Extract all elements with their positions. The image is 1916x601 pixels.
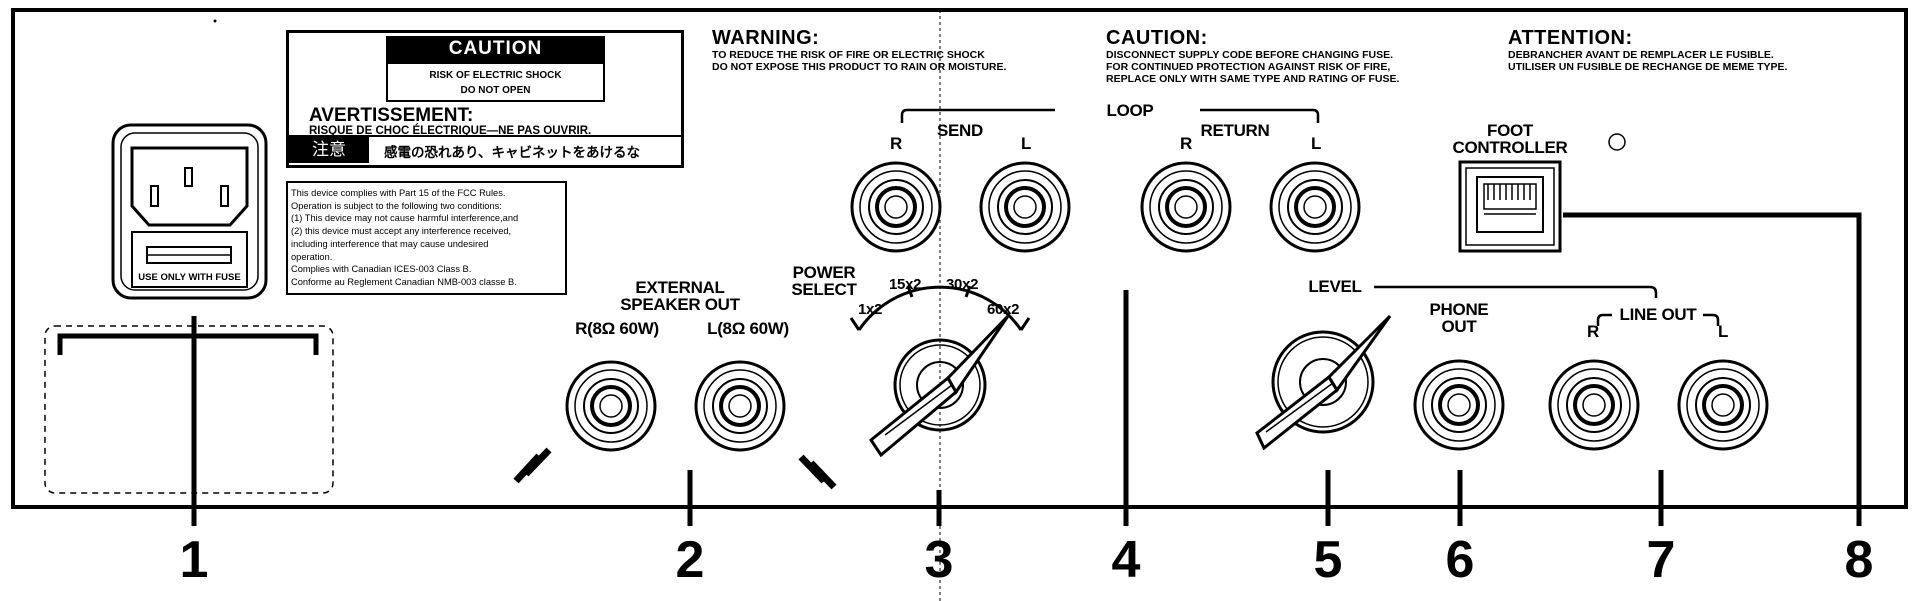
panel-outline bbox=[11, 8, 1908, 509]
power-select-switch[interactable] bbox=[849, 285, 1031, 458]
foot-controller-label-2: CONTROLLER bbox=[1452, 138, 1568, 157]
callout-5: 5 bbox=[1313, 531, 1343, 589]
caution-header: CAUTION bbox=[386, 36, 605, 62]
speaker-out-title-1: EXTERNAL bbox=[635, 278, 725, 297]
warning-title: WARNING: bbox=[712, 27, 820, 49]
foot-controller-label-1: FOOT bbox=[1486, 121, 1533, 140]
power-select-title-1: POWER bbox=[792, 263, 856, 282]
speaker-out-r-label: R(8Ω 60W) bbox=[575, 319, 659, 338]
avertissement-text: RISQUE DE CHOC ÉLECTRIQUE—NE PAS OUVRIR. bbox=[309, 125, 592, 137]
attention-text: DEBRANCHER AVANT DE REMPLACER LE FUSIBLE… bbox=[1508, 49, 1788, 73]
speaker-out-l-label: L(8Ω 60W) bbox=[707, 319, 789, 338]
loop-title: LOOP bbox=[1106, 101, 1154, 120]
level-knob[interactable] bbox=[1255, 314, 1392, 451]
fuse-holder-area bbox=[44, 325, 334, 494]
loop-send-l-jack[interactable] bbox=[979, 161, 1071, 253]
speaker-warning-symbol bbox=[513, 447, 837, 490]
line-out-label: LINE OUT bbox=[1619, 305, 1697, 324]
level-label: LEVEL bbox=[1308, 277, 1362, 296]
phone-out-jack[interactable] bbox=[1413, 359, 1505, 451]
callout-1: 1 bbox=[179, 531, 209, 589]
small-mark bbox=[213, 19, 217, 23]
callout-8: 8 bbox=[1844, 531, 1874, 589]
loop-return-l-jack[interactable] bbox=[1269, 161, 1361, 253]
phone-out-label-2: OUT bbox=[1441, 317, 1477, 336]
speaker-out-r-jack[interactable] bbox=[565, 360, 657, 452]
caution-subtext: RISK OF ELECTRIC SHOCK DO NOT OPEN bbox=[386, 62, 605, 102]
fcc-notice: This device complies with Part 15 of the… bbox=[286, 181, 567, 295]
warning-text: TO REDUCE THE RISK OF FIRE OR ELECTRIC S… bbox=[712, 49, 1007, 73]
phone-out-label-1: PHONE bbox=[1429, 300, 1489, 319]
loop-send-r-label: R bbox=[890, 134, 902, 153]
loop-bracket bbox=[900, 108, 1320, 123]
power-option-60x2: 60x2 bbox=[987, 301, 1020, 318]
loop-return-r-label: R bbox=[1180, 134, 1192, 153]
level-bracket bbox=[1374, 285, 1658, 298]
loop-return-r-jack[interactable] bbox=[1140, 161, 1232, 253]
loop-return-l-label: L bbox=[1310, 134, 1322, 153]
loop-send-r-jack[interactable] bbox=[850, 161, 942, 253]
line-out-bracket bbox=[1596, 313, 1720, 326]
line-out-l-label: L bbox=[1717, 322, 1729, 341]
speaker-out-l-jack[interactable] bbox=[694, 360, 786, 452]
japanese-caution-key: 注意 bbox=[289, 137, 369, 163]
leader-lines bbox=[191, 212, 1862, 526]
ac-power-inlet[interactable] bbox=[111, 123, 268, 300]
caution-fuse-text: DISCONNECT SUPPLY CODE BEFORE CHANGING F… bbox=[1106, 49, 1400, 85]
caution-line-2: DO NOT OPEN bbox=[460, 85, 531, 96]
caution-label: CAUTION RISK OF ELECTRIC SHOCK DO NOT OP… bbox=[286, 30, 684, 168]
callout-4: 4 bbox=[1111, 531, 1141, 589]
loop-send-l-label: L bbox=[1020, 134, 1032, 153]
power-select-title-2: SELECT bbox=[791, 280, 857, 299]
caution-line-1: RISK OF ELECTRIC SHOCK bbox=[429, 70, 562, 81]
callout-6: 6 bbox=[1445, 531, 1475, 589]
fuse-label: USE ONLY WITH FUSE bbox=[138, 272, 241, 283]
loop-send-label: SEND bbox=[936, 121, 984, 140]
japanese-caution-row: 注意 感電の恐れあり、キャビネットをあけるな bbox=[289, 135, 681, 165]
speaker-out-title-2: SPEAKER OUT bbox=[620, 295, 740, 314]
power-option-30x2: 30x2 bbox=[946, 276, 979, 293]
callout-2: 2 bbox=[675, 531, 705, 589]
line-out-r-jack[interactable] bbox=[1548, 359, 1640, 451]
callout-3: 3 bbox=[924, 531, 954, 589]
line-out-l-jack[interactable] bbox=[1677, 359, 1769, 451]
line-out-r-label: R bbox=[1587, 322, 1599, 341]
power-option-1x2: 1x2 bbox=[858, 301, 883, 318]
ground-screw bbox=[1608, 133, 1626, 151]
foot-controller-jack[interactable] bbox=[1458, 160, 1562, 253]
callout-7: 7 bbox=[1646, 531, 1676, 589]
caution-fuse-title: CAUTION: bbox=[1106, 27, 1208, 49]
attention-title: ATTENTION: bbox=[1508, 27, 1633, 49]
avertissement-title: AVERTISSEMENT: bbox=[309, 105, 474, 126]
loop-return-label: RETURN bbox=[1200, 121, 1270, 140]
power-option-15x2: 15x2 bbox=[889, 276, 922, 293]
japanese-caution-text: 感電の恐れあり、キャビネットをあけるな bbox=[384, 145, 640, 160]
